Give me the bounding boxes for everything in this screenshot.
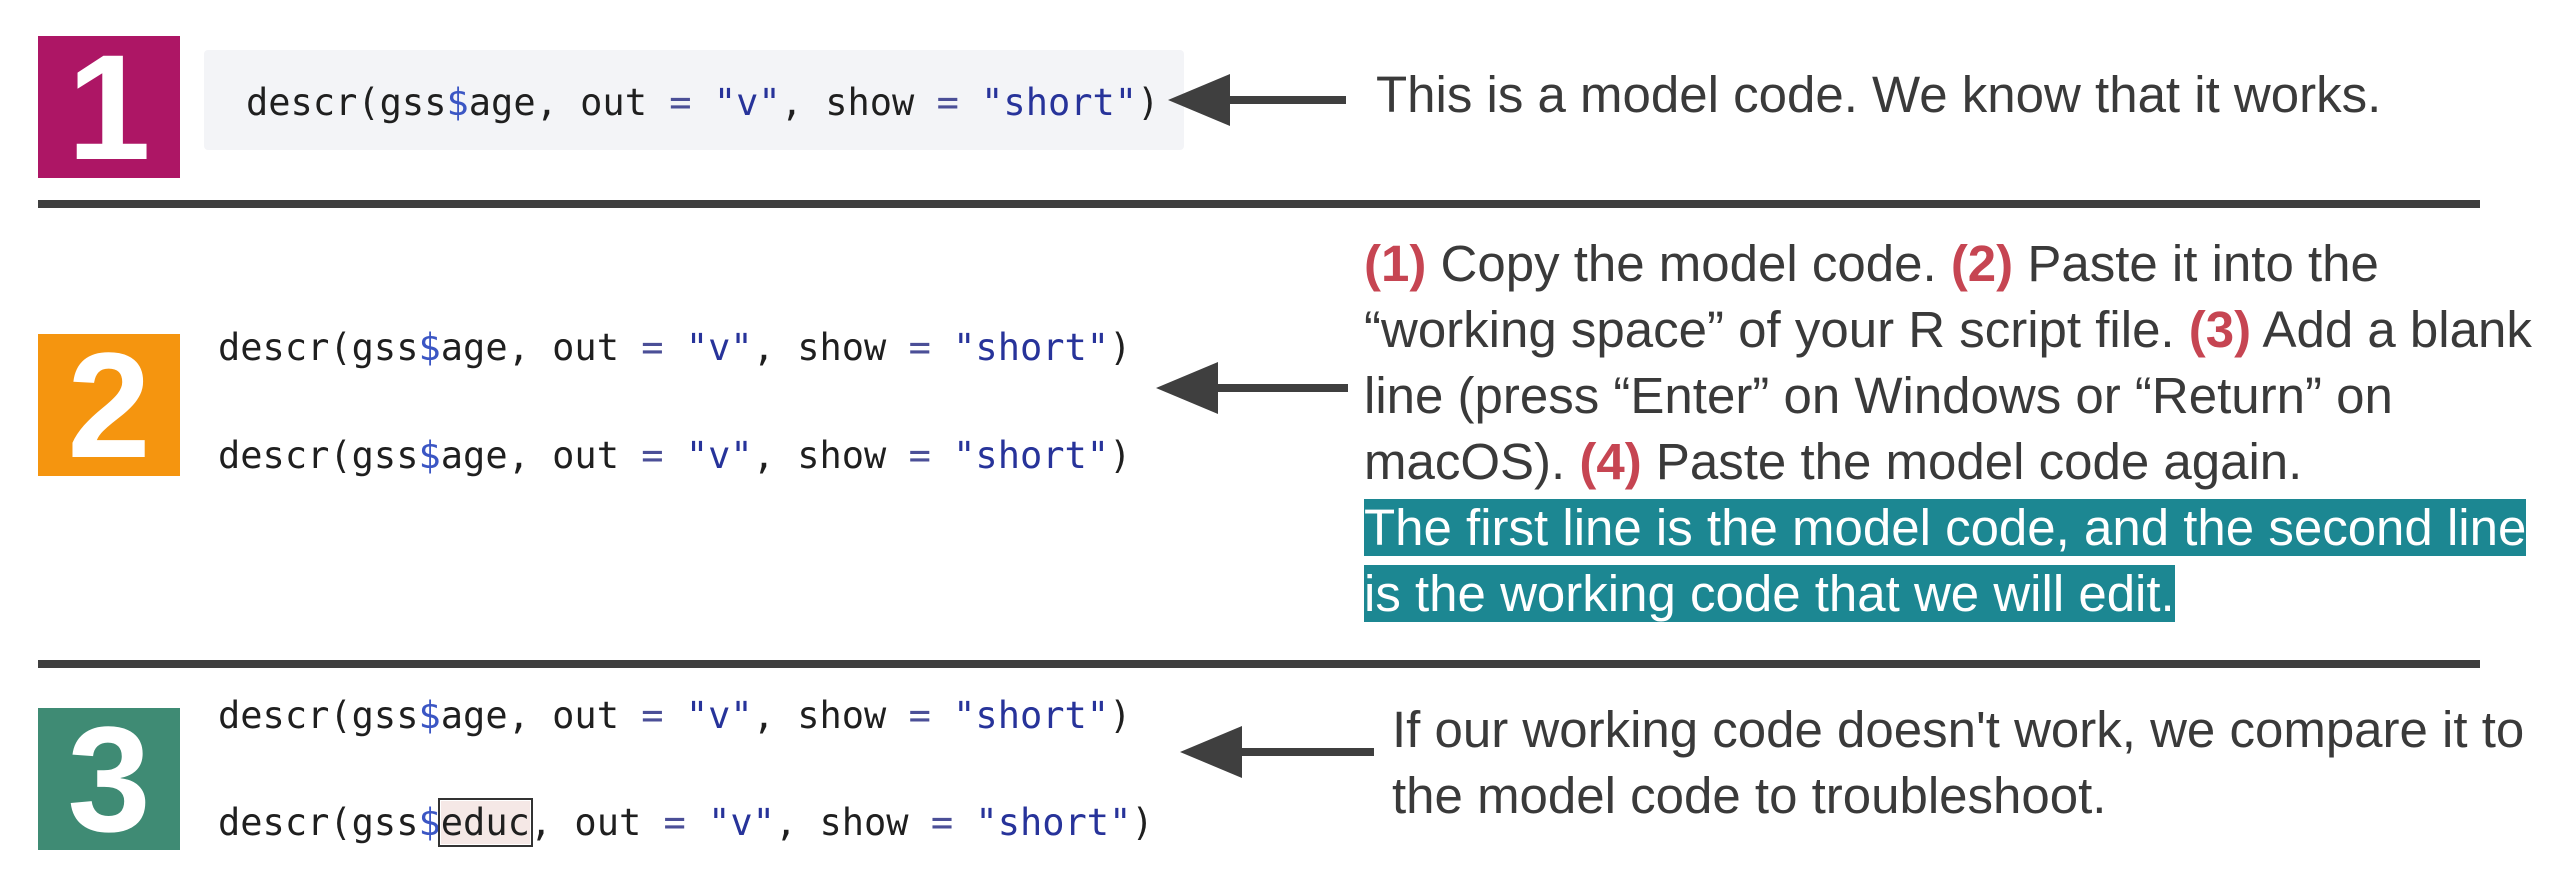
divider-1	[38, 200, 2480, 208]
step-2-text-3: Add a blank line (press “Enter” on Windo…	[1364, 301, 2532, 490]
code-text: , out	[535, 81, 670, 124]
code-string: "short"	[953, 326, 1110, 369]
divider-2	[38, 660, 2480, 668]
code-text: , out	[507, 434, 642, 477]
step-2-num-3: (3)	[2188, 301, 2252, 358]
step-2-badge: 2	[38, 330, 180, 480]
step-2-highlight-text: The first line is the model code, and th…	[1364, 499, 2527, 622]
code-dollar: $	[446, 81, 469, 124]
step-1-description: This is a model code. We know that it wo…	[1376, 66, 2382, 123]
code-func: descr(gss	[218, 326, 419, 369]
code-operator: =	[908, 326, 931, 369]
step-3-badge: 3	[38, 704, 180, 854]
step-2-num-2: (2)	[1950, 235, 2014, 292]
code-dollar: $	[418, 326, 441, 369]
code-func: descr(gss	[218, 801, 419, 844]
code-string: "short"	[953, 434, 1110, 477]
code-string: "v"	[685, 326, 753, 369]
code-var: age	[440, 326, 508, 369]
code-text: )	[1109, 434, 1132, 477]
step-2-text-2: Paste it into the “working space” of you…	[1364, 235, 2379, 358]
code-string: "v"	[685, 694, 753, 737]
code-operator: =	[641, 694, 664, 737]
code-operator: =	[936, 81, 959, 124]
code-text: , out	[529, 801, 664, 844]
code-string: "short"	[975, 801, 1132, 844]
step-1-code-background	[204, 50, 1184, 150]
step-2-text-1: Copy the model code.	[1426, 235, 1951, 292]
code-operator: =	[908, 434, 931, 477]
code-operator: =	[641, 326, 664, 369]
step-2-description: (1) Copy the model code. (2) Paste it in…	[1364, 231, 2554, 627]
code-text: , out	[507, 694, 642, 737]
code-operator: =	[641, 434, 664, 477]
code-var: age	[440, 434, 508, 477]
step-2-num-1: (1)	[1364, 235, 1427, 292]
code-func: descr(gss	[218, 434, 419, 477]
step-2-arrow-icon	[1156, 362, 1348, 414]
code-dollar: $	[418, 694, 441, 737]
code-operator: =	[663, 801, 686, 844]
step-1-arrow-icon	[1168, 74, 1346, 126]
code-text: , show	[780, 81, 937, 124]
step-3-code-line-2: descr(gss$educ, out = "v", show = "short…	[218, 798, 1154, 847]
code-dollar: $	[418, 434, 441, 477]
code-text: )	[1131, 801, 1154, 844]
code-func: descr(gss	[218, 694, 419, 737]
code-text: )	[1137, 81, 1160, 124]
step-3-arrow-icon	[1180, 726, 1374, 778]
step-2-text-4: Paste the model code again.	[1641, 433, 2303, 490]
code-text: , show	[752, 434, 909, 477]
code-string: "v"	[685, 434, 753, 477]
code-text: )	[1109, 694, 1132, 737]
step-1-code-line-1: descr(gss$age, out = "v", show = "short"…	[246, 84, 1159, 121]
code-text: , show	[774, 801, 931, 844]
code-string: "v"	[713, 81, 781, 124]
step-2-code-line-1: descr(gss$age, out = "v", show = "short"…	[218, 329, 1131, 366]
step-2-num-4: (4)	[1579, 433, 1642, 490]
code-var-highlighted: educ	[437, 798, 533, 847]
code-var: age	[468, 81, 536, 124]
step-3-code-line-1: descr(gss$age, out = "v", show = "short"…	[218, 697, 1131, 734]
step-1-badge: 1	[38, 32, 180, 182]
code-var: age	[440, 694, 508, 737]
code-func: descr(gss	[246, 81, 447, 124]
code-operator: =	[930, 801, 954, 844]
code-text: , show	[752, 694, 909, 737]
code-text: )	[1109, 326, 1132, 369]
code-operator: =	[669, 81, 692, 124]
code-dollar: $	[418, 801, 441, 844]
code-text: , show	[752, 326, 909, 369]
code-string: "short"	[981, 81, 1138, 124]
code-operator: =	[908, 694, 931, 737]
step-2-code-line-2: descr(gss$age, out = "v", show = "short"…	[218, 437, 1131, 474]
step-3-description: If our working code doesn't work, we com…	[1392, 701, 2525, 824]
code-text: , out	[507, 326, 642, 369]
code-string: "short"	[953, 694, 1110, 737]
code-string: "v"	[708, 801, 775, 844]
